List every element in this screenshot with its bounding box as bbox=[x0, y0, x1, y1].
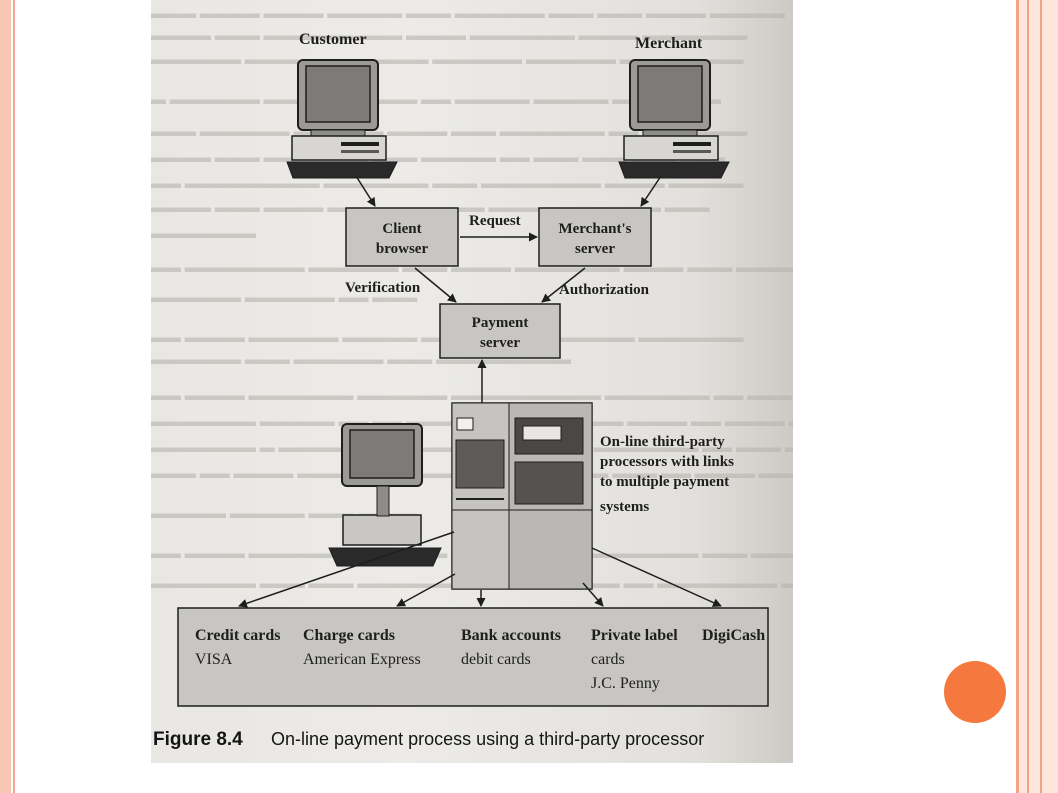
arrow-authorization bbox=[541, 267, 586, 303]
scanned-book-page: ▬▬▬ ▬▬▬▬ ▬▬▬▬ ▬▬▬▬▬ ▬▬▬ ▬▬▬▬▬▬ ▬▬▬ ▬▬▬ ▬… bbox=[151, 0, 793, 763]
request-label: Request bbox=[469, 213, 521, 229]
payment-system-detail: American Express bbox=[303, 651, 421, 668]
payment-server-label: Payment bbox=[472, 315, 529, 331]
merchant-server-label: Merchant's bbox=[558, 221, 631, 237]
payment-systems-box bbox=[177, 607, 769, 707]
arrow-verification bbox=[414, 267, 457, 303]
payment-system-title: Private label bbox=[591, 627, 678, 644]
payment-system-detail: debit cards bbox=[461, 651, 531, 668]
processor-server-icon bbox=[451, 402, 593, 590]
processor-description: to multiple payment bbox=[600, 474, 729, 490]
left-border-strip bbox=[0, 0, 11, 793]
payment-server-box bbox=[439, 303, 561, 359]
right-border-band bbox=[1016, 0, 1058, 793]
arrow-to-credit-cards bbox=[238, 531, 455, 608]
customer-label: Customer bbox=[299, 31, 367, 48]
payment-system-detail: cards bbox=[591, 651, 625, 668]
client-browser-label: browser bbox=[376, 241, 429, 257]
merchant-label: Merchant bbox=[635, 35, 703, 52]
right-border-line bbox=[1016, 0, 1019, 793]
verification-label: Verification bbox=[345, 280, 421, 296]
customer-computer-icon bbox=[286, 59, 398, 179]
payment-system-detail: J.C. Penny bbox=[591, 675, 660, 692]
arrow-to-digicash bbox=[591, 547, 722, 607]
right-border-line bbox=[1027, 0, 1029, 793]
figure-caption: On-line payment process using a third-pa… bbox=[271, 729, 704, 749]
arrow-merchant-to-server bbox=[640, 175, 662, 207]
figure-number: Figure 8.4 bbox=[153, 729, 243, 750]
merchant-server-label: server bbox=[575, 241, 615, 257]
payment-system-title: DigiCash bbox=[702, 627, 765, 644]
payment-system-title: Charge cards bbox=[303, 627, 395, 644]
arrow-to-private-label bbox=[582, 582, 604, 607]
merchant-computer-icon bbox=[618, 59, 730, 179]
payment-system-title: Credit cards bbox=[195, 627, 280, 644]
client-browser-label: Client bbox=[382, 221, 421, 237]
payment-system-title: Bank accounts bbox=[461, 627, 561, 644]
arrow-to-charge-cards bbox=[396, 573, 456, 607]
processor-description: processors with links bbox=[600, 454, 734, 470]
payment-process-diagram: Customer Merchant Client browser Merchan… bbox=[153, 31, 769, 750]
decorative-orange-circle bbox=[944, 661, 1006, 723]
arrow-customer-to-browser bbox=[355, 175, 376, 207]
processor-description: On-line third-party bbox=[600, 434, 725, 450]
processor-description: systems bbox=[600, 499, 649, 515]
merchant-server-box bbox=[538, 207, 652, 267]
payment-server-label: server bbox=[480, 335, 520, 351]
authorization-label: Authorization bbox=[559, 282, 650, 298]
payment-system-detail: VISA bbox=[195, 651, 233, 668]
left-border-line bbox=[13, 0, 15, 793]
workstation-icon bbox=[328, 423, 442, 567]
client-browser-box bbox=[345, 207, 459, 267]
right-border-line bbox=[1040, 0, 1042, 793]
